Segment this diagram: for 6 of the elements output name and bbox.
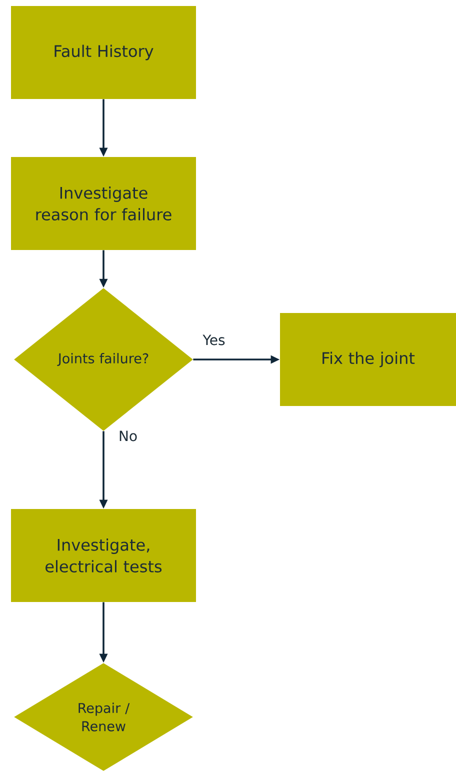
process-box: Investigate, electrical tests (11, 509, 196, 602)
edge-label: No (117, 430, 139, 442)
process-box: Investigate reason for failure (11, 157, 196, 250)
edge-label: Yes (202, 334, 226, 346)
process-box: Fault History (11, 6, 196, 99)
process-box: Fix the joint (280, 313, 456, 406)
